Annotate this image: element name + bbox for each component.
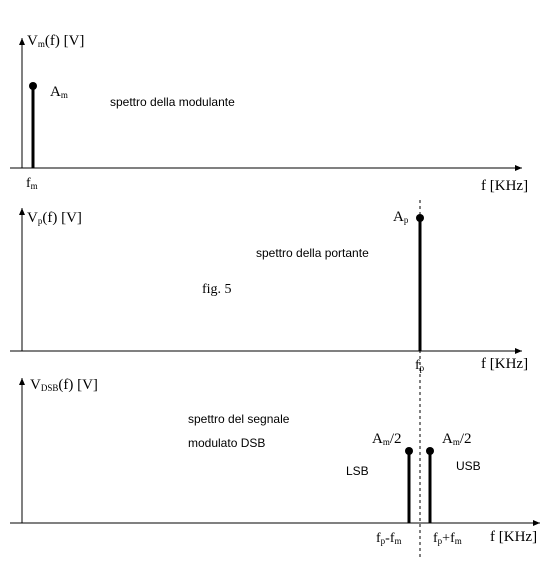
y-axis-label: Vm(f) [V] xyxy=(27,33,84,49)
panel-caption: spettro della portante xyxy=(256,246,369,260)
band-label-lsb: LSB xyxy=(346,464,369,478)
panel-dsb: VDSB(f) [V] f [KHz] spettro del segnale … xyxy=(10,377,540,546)
y-axis-label: Vp(f) [V] xyxy=(27,210,82,226)
amplitude-label-lsb: Am/2 xyxy=(372,431,402,447)
spectral-line-tip xyxy=(405,447,413,455)
frequency-tick-label: fm xyxy=(26,176,38,191)
panel-carrier: Vp(f) [V] f [KHz] spettro della portante… xyxy=(10,208,528,373)
spectral-line-tip xyxy=(426,447,434,455)
figure-label: fig. 5 xyxy=(202,282,232,297)
spectral-line-tip xyxy=(416,214,424,222)
amplitude-label: Ap xyxy=(393,209,409,225)
frequency-tick-label-lsb: fp-fm xyxy=(376,531,402,546)
amplitude-label: Am xyxy=(50,84,68,100)
panel-caption: spettro della modulante xyxy=(110,95,235,109)
panel-modulating: Vm(f) [V] f [KHz] spettro della modulant… xyxy=(10,33,528,194)
panel-caption-line2: modulato DSB xyxy=(188,436,265,450)
frequency-tick-label-usb: fp+fm xyxy=(433,531,462,546)
spectral-line-tip xyxy=(29,82,37,90)
x-axis-label: f [KHz] xyxy=(490,529,537,545)
x-axis-label: f [KHz] xyxy=(481,178,528,194)
y-axis-label: VDSB(f) [V] xyxy=(30,377,98,393)
frequency-tick-label: fp xyxy=(415,358,425,373)
band-label-usb: USB xyxy=(456,459,481,473)
x-axis-label: f [KHz] xyxy=(481,356,528,372)
amplitude-label-usb: Am/2 xyxy=(442,431,472,447)
panel-caption-line1: spettro del segnale xyxy=(188,412,290,426)
